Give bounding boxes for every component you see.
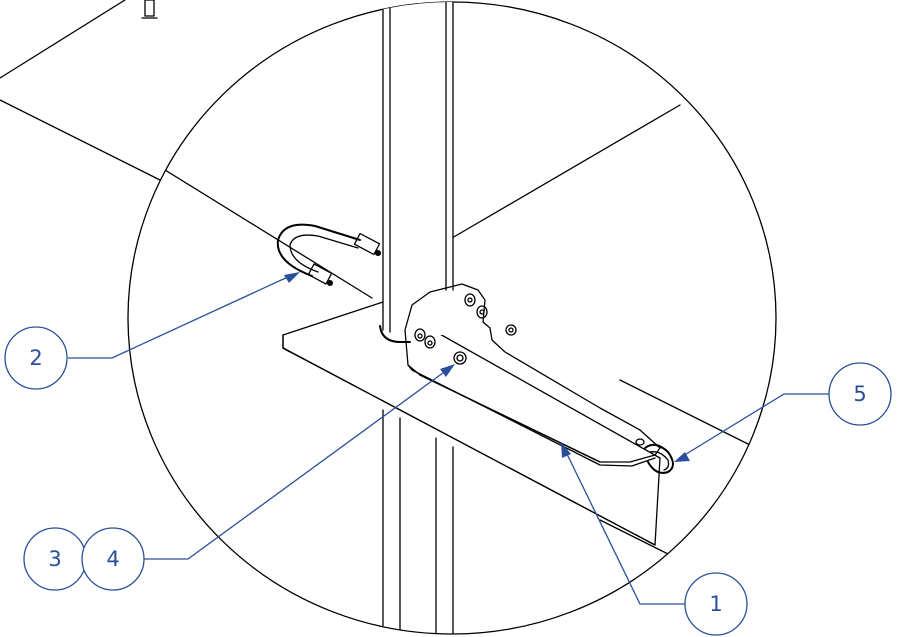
callout-balloon-3: 3 <box>23 527 87 591</box>
leader-lines <box>68 272 830 605</box>
shackle <box>644 443 674 474</box>
callout-label-2: 2 <box>29 346 42 370</box>
callout-label-4: 4 <box>106 547 119 571</box>
table-legs <box>382 409 454 634</box>
callout-balloon-5: 5 <box>828 362 892 426</box>
mounting-bracket <box>404 283 661 467</box>
callout-label-3: 3 <box>48 547 61 571</box>
bracket-hole <box>453 324 645 446</box>
vertical-post <box>379 2 454 343</box>
callout-label-1: 1 <box>709 592 722 616</box>
bracket-bolt <box>414 293 488 349</box>
background-table-outline <box>0 0 161 181</box>
cable-loop <box>276 223 381 286</box>
callout-balloon-2: 2 <box>4 326 68 390</box>
detail-view-content <box>128 2 761 634</box>
callout-label-5: 5 <box>853 382 866 406</box>
callout-balloon-1: 1 <box>684 572 748 636</box>
table-top-plate <box>282 301 661 546</box>
callout-balloon-4: 4 <box>81 527 145 591</box>
